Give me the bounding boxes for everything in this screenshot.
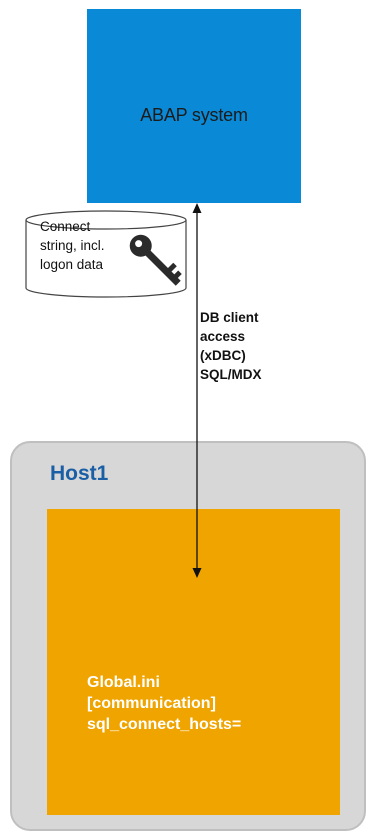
global-ini-line: sql_connect_hosts= (87, 716, 242, 733)
abap-system-box: ABAP system (87, 9, 301, 203)
access-label-line: DB client (200, 310, 259, 325)
access-label-line: (xDBC) (200, 348, 246, 363)
access-label-line: access (200, 329, 246, 344)
global-ini-text: Global.ini [communication] sql_connect_h… (87, 672, 241, 735)
global-ini-box (47, 509, 340, 815)
access-label-line: SQL/MDX (200, 367, 262, 382)
connect-string-line: Connect (40, 219, 91, 234)
abap-system-label: ABAP system (140, 105, 248, 125)
global-ini-line: [communication] (87, 695, 216, 712)
connect-string-line: logon data (40, 257, 104, 272)
connect-string-text: Connect string, incl. logon data (40, 217, 150, 274)
host1-title: Host1 (50, 462, 109, 485)
global-ini-line: Global.ini (87, 674, 160, 691)
connect-string-line: string, incl. (40, 238, 105, 253)
key-icon (129, 234, 182, 286)
double-headed-arrow (192, 203, 202, 578)
db-client-access-label: DB client access (xDBC) SQL/MDX (200, 308, 262, 384)
